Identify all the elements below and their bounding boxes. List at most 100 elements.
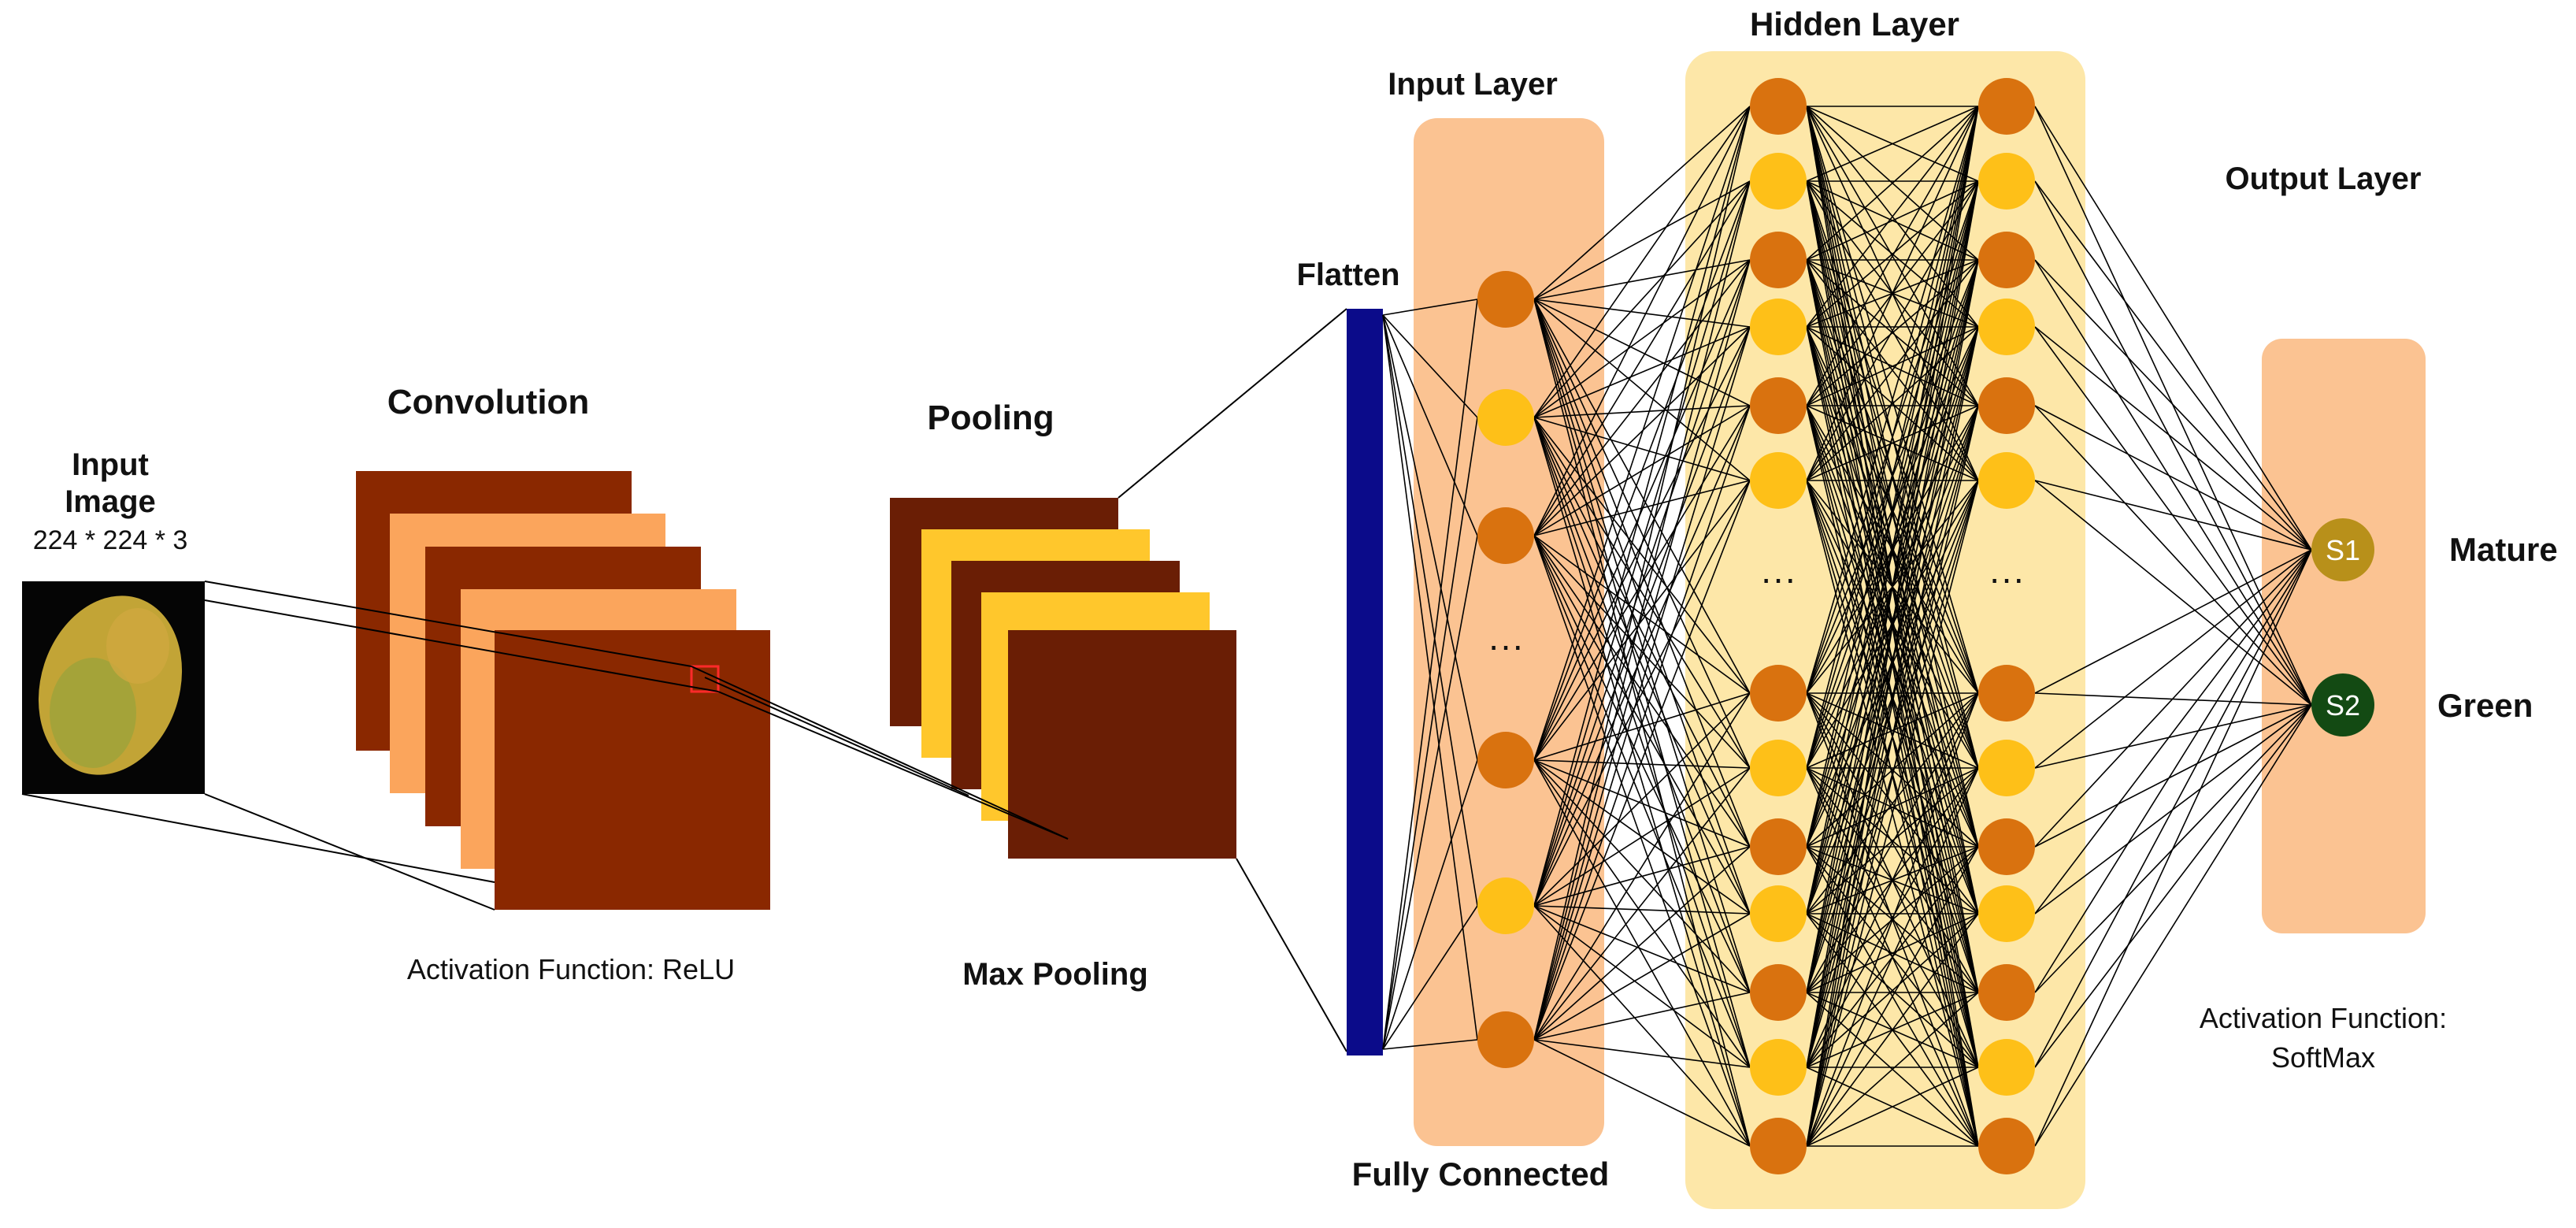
hidden-layer-1-node	[1750, 885, 1807, 942]
hidden-to-output-edge	[2034, 549, 2312, 769]
input-to-hidden-edge	[1533, 480, 1751, 1041]
output-layer-label: Output Layer	[2226, 161, 2422, 196]
fully-connected-label: Fully Connected	[1352, 1156, 1610, 1193]
hidden-to-output-edge	[2034, 704, 2312, 1068]
hidden-to-output-edge	[2034, 326, 2312, 706]
input-to-hidden-edge	[1533, 535, 1751, 694]
hidden-to-hidden-edge	[1806, 913, 1979, 993]
pool-to-flatten-lines	[1118, 308, 1347, 1052]
hidden-layer-2-ellipsis: ···	[1989, 558, 2025, 599]
hidden-to-output-edge	[2034, 549, 2312, 694]
hidden-to-output-edge	[2034, 704, 2312, 848]
hidden-layer-2-node	[1978, 1039, 2035, 1096]
output-node-s1-circle	[2311, 518, 2374, 581]
hidden-layer-label: Hidden Layer	[1750, 6, 1959, 43]
max-pooling-label: Max Pooling	[962, 957, 1148, 992]
input-to-hidden-edge	[1533, 259, 1751, 761]
hidden-layer-2-node	[1978, 818, 2035, 875]
hidden-layer-1-node	[1750, 665, 1807, 722]
hidden-to-hidden-edge	[1806, 1067, 1979, 1147]
output-node-s2-text: S2	[2326, 689, 2360, 722]
hidden-to-output-edge	[2034, 549, 2312, 993]
input-layer-node	[1477, 507, 1534, 564]
hidden-to-output-edge	[2034, 480, 2312, 706]
flatten-to-input-edge	[1382, 314, 1478, 1041]
hidden-to-output-edge	[2034, 704, 2312, 769]
output-label-green: Green	[2437, 687, 2533, 724]
input-image-label-line2: Image	[65, 484, 156, 519]
hidden-to-hidden-edge	[1806, 106, 1979, 848]
hidden-to-hidden-edge	[1806, 106, 1979, 694]
hidden-to-hidden-edge	[1806, 180, 1979, 1147]
input-to-hidden-edge	[1533, 913, 1751, 1041]
input-to-hidden-edge	[1533, 759, 1751, 769]
hidden-layer-1-node	[1750, 740, 1807, 796]
input-to-hidden-edge	[1533, 299, 1751, 993]
input-to-hidden-edge	[1533, 992, 1751, 1041]
input-to-hidden-edge	[1533, 692, 1751, 907]
input-to-hidden-edge	[1533, 326, 1751, 907]
input-to-hidden-edge	[1533, 1039, 1751, 1147]
flatten-to-input-edge	[1382, 314, 1478, 761]
hidden-to-hidden-edge	[1806, 692, 1979, 915]
flatten-bar	[1347, 309, 1383, 1055]
hidden-to-output-edge	[2034, 405, 2312, 706]
input-to-hidden-edge	[1533, 417, 1751, 1147]
hidden-to-hidden-edge	[1806, 106, 1979, 481]
hidden-to-output-edge	[2034, 259, 2312, 706]
output-node-s2-circle	[2311, 673, 2374, 736]
hidden-layer-2-node	[1978, 1118, 2035, 1174]
hidden-to-hidden-edge	[1806, 259, 1979, 848]
input-layer-label: Input Layer	[1388, 67, 1558, 102]
input-to-hidden-edge	[1533, 767, 1751, 1041]
input-to-hidden-edge	[1533, 259, 1751, 300]
hidden-to-hidden-edge	[1806, 480, 1979, 1147]
input-to-hidden-edge	[1533, 417, 1751, 481]
input-to-hidden-edge	[1533, 480, 1751, 907]
hidden-layer-2-node	[1978, 885, 2035, 942]
hidden-to-hidden-edge	[1806, 913, 1979, 1068]
input-image	[22, 581, 205, 794]
input-to-hidden-edge	[1533, 692, 1751, 761]
hidden-to-hidden-edge	[1806, 326, 1979, 915]
conv-activation-label: Activation Function: ReLU	[407, 953, 735, 985]
input-to-hidden-edge	[1533, 326, 1751, 1041]
output-node-s1-text: S1	[2326, 534, 2360, 566]
hidden-to-hidden-edge	[1806, 326, 1979, 481]
input-to-hidden-edge	[1533, 106, 1751, 536]
output-activation-line1: Activation Function:	[2200, 1002, 2447, 1034]
hidden-layer-1-ellipsis: ···	[1760, 558, 1796, 599]
output-node-s1: S1	[2311, 518, 2374, 581]
flatten-to-input-edge	[1382, 299, 1478, 316]
image-to-conv-lines	[21, 581, 719, 911]
hidden-to-output-edge	[2034, 180, 2312, 706]
output-activation-line2: SoftMax	[2271, 1041, 2375, 1074]
convolution-label: Convolution	[387, 383, 590, 421]
hidden-to-hidden-edge	[1806, 992, 1979, 1147]
input-layer-node	[1477, 877, 1534, 934]
input-to-hidden-edge	[1533, 180, 1751, 1041]
hidden-to-output-edge	[2034, 549, 2312, 1147]
input-to-hidden-edge	[1533, 106, 1751, 300]
flatten-label: Flatten	[1296, 258, 1399, 292]
input-to-hidden-edge	[1533, 535, 1751, 1147]
convolution-feature-maps	[356, 471, 770, 910]
input-to-hidden-edge	[1533, 759, 1751, 1147]
network-connections	[1382, 106, 2312, 1147]
hidden-to-hidden-edge	[1806, 846, 1979, 1147]
hidden-to-output-edge	[2034, 549, 2312, 848]
conv-to-pool-lines	[691, 666, 1069, 840]
hidden-to-hidden-edge	[1806, 326, 1979, 1068]
input-to-hidden-edge	[1533, 106, 1751, 907]
hidden-to-hidden-edge	[1806, 106, 1979, 1147]
hidden-layer-2-node	[1978, 452, 2035, 509]
hidden-to-output-edge	[2034, 549, 2312, 1068]
hidden-to-hidden-edge	[1806, 106, 1979, 182]
hidden-layer-1-node	[1750, 78, 1807, 135]
hidden-to-hidden-edge	[1806, 106, 1979, 328]
input-layer-node	[1477, 1011, 1534, 1068]
hidden-layer-1-node	[1750, 1039, 1807, 1096]
hidden-to-output-edge	[2034, 180, 2312, 551]
input-to-hidden-edge	[1533, 759, 1751, 1068]
